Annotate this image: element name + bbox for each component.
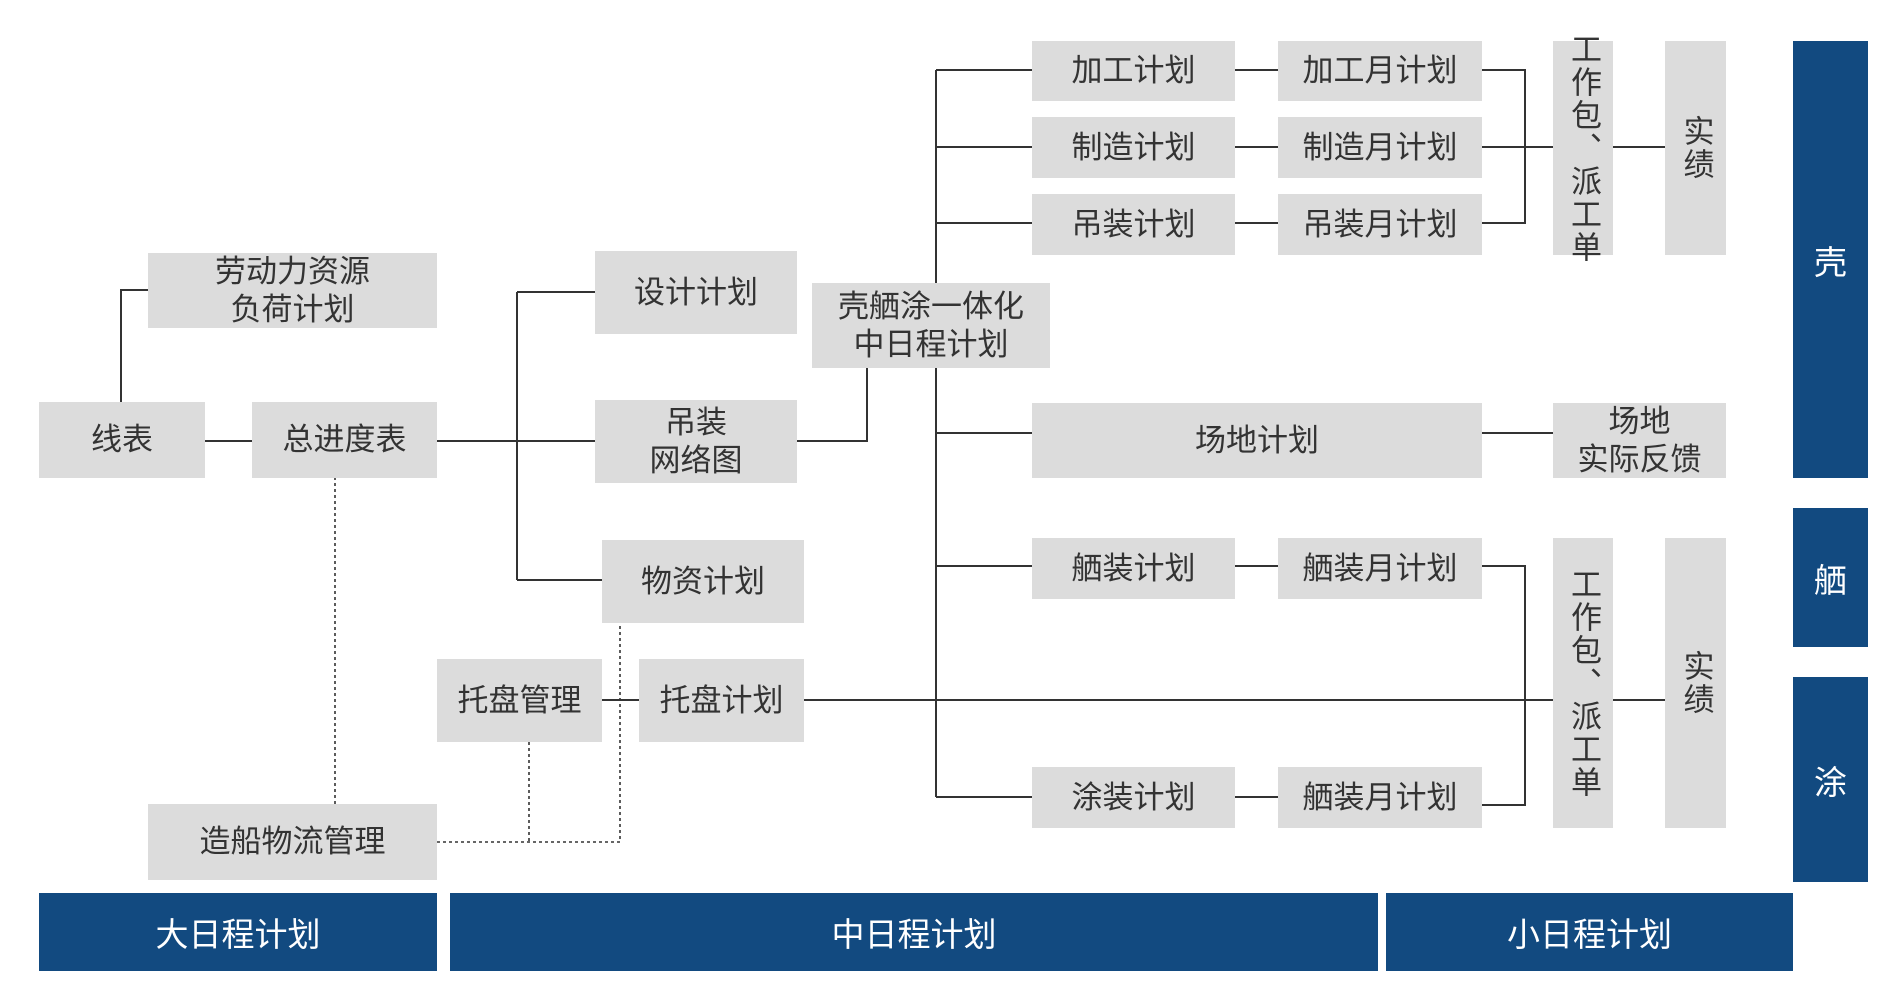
- band-hull: 壳: [1793, 41, 1868, 478]
- node-outfitting-monthly: 舾装月计划: [1278, 538, 1482, 599]
- node-painting-plan: 涂装计划: [1032, 767, 1235, 828]
- node-material-plan: 物资计划: [602, 540, 804, 623]
- node-site-plan: 场地计划: [1032, 403, 1482, 478]
- node-integrated-mid-schedule: 壳舾涂一体化 中日程计划: [812, 283, 1050, 368]
- node-logistics-management: 造船物流管理: [148, 804, 437, 880]
- node-master-schedule: 总进度表: [252, 402, 437, 478]
- node-machining-plan: 加工计划: [1032, 41, 1235, 101]
- node-manufacturing-plan: 制造计划: [1032, 117, 1235, 178]
- node-manufacturing-monthly: 制造月计划: [1278, 117, 1482, 178]
- node-workpack-bottom: 工作包、派工单: [1553, 538, 1613, 828]
- connector: [120, 289, 148, 402]
- node-workpack-top: 工作包、派工单: [1553, 33, 1613, 264]
- band-paint: 涂: [1793, 677, 1868, 882]
- node-actual-bottom: 实绩: [1665, 538, 1726, 828]
- node-lifting-plan: 吊装计划: [1032, 194, 1235, 255]
- band-small-schedule: 小日程计划: [1386, 893, 1793, 971]
- node-pallet-plan: 托盘计划: [639, 659, 804, 742]
- connector: [1482, 565, 1526, 806]
- dashed-connector: [437, 624, 621, 843]
- node-labor-load-plan: 劳动力资源 负荷计划: [148, 253, 437, 328]
- node-line-table: 线表: [39, 402, 205, 478]
- node-machining-monthly: 加工月计划: [1278, 41, 1482, 101]
- connector: [797, 368, 868, 442]
- node-design-plan: 设计计划: [595, 251, 797, 334]
- band-outfit: 舾: [1793, 508, 1868, 647]
- node-painting-monthly: 舾装月计划: [1278, 767, 1482, 828]
- node-pallet-management: 托盘管理: [437, 659, 602, 742]
- node-lifting-monthly: 吊装月计划: [1278, 194, 1482, 255]
- node-outfitting-plan: 舾装计划: [1032, 538, 1235, 599]
- node-lifting-network: 吊装 网络图: [595, 400, 797, 483]
- band-big-schedule: 大日程计划: [39, 893, 437, 971]
- node-site-feedback: 场地 实际反馈: [1553, 403, 1726, 478]
- band-mid-schedule: 中日程计划: [450, 893, 1378, 971]
- node-actual-top: 实绩: [1665, 41, 1726, 255]
